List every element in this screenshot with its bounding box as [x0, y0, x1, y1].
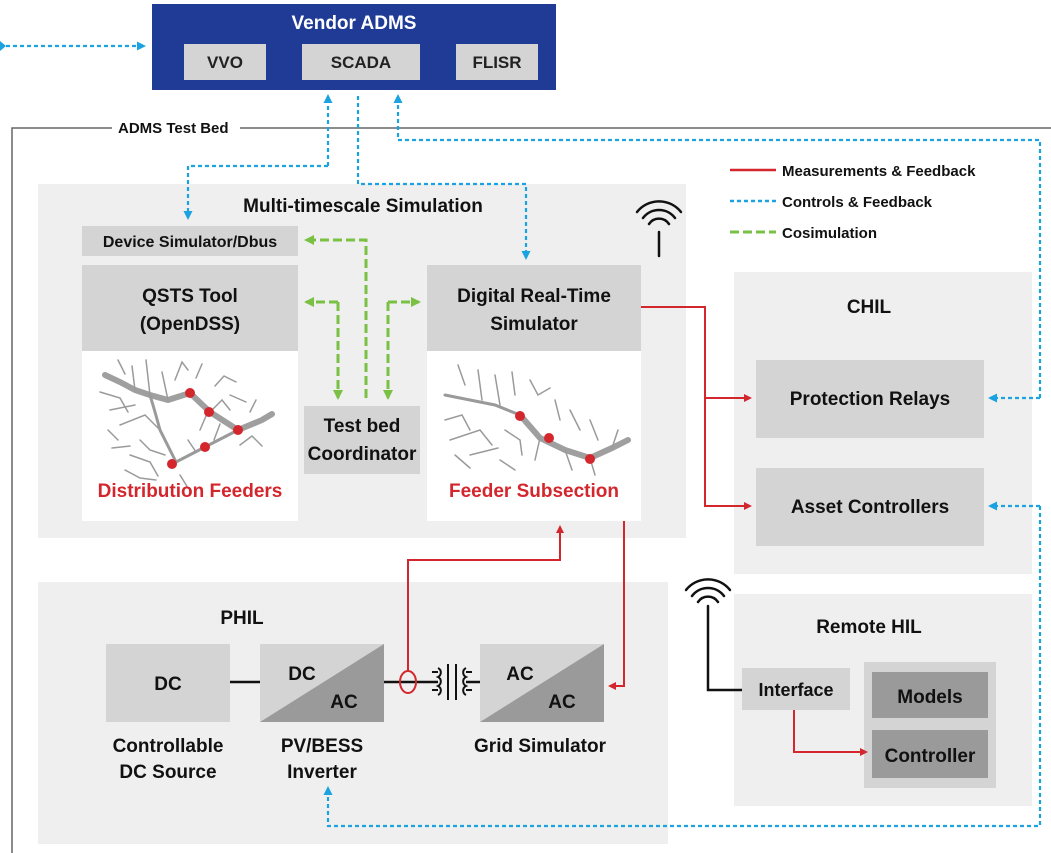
grid-sim-top-label: AC — [506, 664, 534, 685]
grid-sim-bottom-label: AC — [548, 692, 576, 713]
legend-cosimulation: Cosimulation — [782, 225, 877, 242]
qsts-header — [82, 265, 298, 351]
drts-title-line2: Simulator — [490, 314, 578, 335]
asset-controllers-box — [756, 468, 984, 546]
vendor-adms-title: Vendor ADMS — [292, 13, 417, 34]
controller-box — [872, 730, 988, 778]
dc-source-line1: Controllable — [113, 736, 224, 757]
protection-relays-label: Protection Relays — [790, 389, 951, 410]
module-flisr: FLISR — [472, 53, 521, 72]
testbed-label: ADMS Test Bed — [118, 120, 229, 137]
inverter-line1: PV/BESS — [281, 736, 363, 757]
grid-sim-box-bottom — [480, 644, 604, 722]
feeder-node — [233, 425, 243, 435]
interface-box — [742, 668, 850, 710]
module-vvo: VVO — [207, 53, 243, 72]
legend: Measurements & Feedback Controls & Feedb… — [730, 163, 976, 242]
control-links — [6, 41, 1042, 828]
models-label: Models — [897, 687, 962, 708]
feeder-node — [200, 442, 210, 452]
multi-timescale-title: Multi-timescale Simulation — [243, 196, 483, 217]
legend-measurements: Measurements & Feedback — [782, 163, 976, 180]
device-simulator-box — [82, 226, 298, 256]
inverter-line2: Inverter — [287, 762, 357, 783]
feeder-subsection-label: Feeder Subsection — [449, 481, 619, 502]
coordinator-box — [304, 406, 420, 474]
models-box — [872, 672, 988, 718]
dc-box — [106, 644, 230, 722]
control-arrowhead — [0, 41, 6, 51]
inverter-bottom-label: AC — [330, 692, 358, 713]
cosimulation-links — [304, 235, 421, 400]
device-simulator-label: Device Simulator/Dbus — [103, 234, 277, 251]
grid-simulator-label: Grid Simulator — [474, 736, 607, 757]
feeder-node — [204, 407, 214, 417]
legend-controls: Controls & Feedback — [782, 194, 933, 211]
coordinator-line2: Coordinator — [308, 444, 417, 465]
coordinator-line1: Test bed — [324, 416, 401, 437]
asset-controllers-label: Asset Controllers — [791, 497, 949, 518]
qsts-title-line2: (OpenDSS) — [140, 314, 240, 335]
feeder-node — [185, 388, 195, 398]
feeder-node — [544, 433, 554, 443]
wireless-icon — [684, 578, 744, 692]
module-scada: SCADA — [331, 53, 391, 72]
inverter-top-label: DC — [288, 664, 316, 685]
current-sensor-icon — [399, 670, 417, 694]
distribution-feeders-label: Distribution Feeders — [98, 481, 283, 502]
inverter-box-bottom — [260, 644, 384, 722]
dc-box-label: DC — [154, 674, 182, 695]
chil-title: CHIL — [847, 297, 892, 318]
drts-title-line1: Digital Real-Time — [457, 286, 611, 307]
remote-hil-title: Remote HIL — [816, 617, 922, 638]
testbed-border — [11, 127, 1051, 853]
qsts-title-line1: QSTS Tool — [142, 286, 238, 307]
dc-source-line2: DC Source — [119, 762, 216, 783]
interface-label: Interface — [758, 680, 833, 700]
feeder-node — [167, 459, 177, 469]
feeder-subsection-network — [443, 364, 631, 476]
transformer-icon — [432, 664, 472, 700]
measurement-links — [407, 306, 868, 756]
drts-header — [427, 265, 641, 351]
protection-relays-box — [756, 360, 984, 438]
controller-label: Controller — [885, 746, 976, 767]
wireless-icon — [635, 200, 683, 258]
feeder-node — [585, 454, 595, 464]
feeder-node — [515, 411, 525, 421]
vendor-adms: Vendor ADMS VVO SCADA FLISR — [152, 4, 556, 90]
phil-title: PHIL — [220, 608, 264, 629]
